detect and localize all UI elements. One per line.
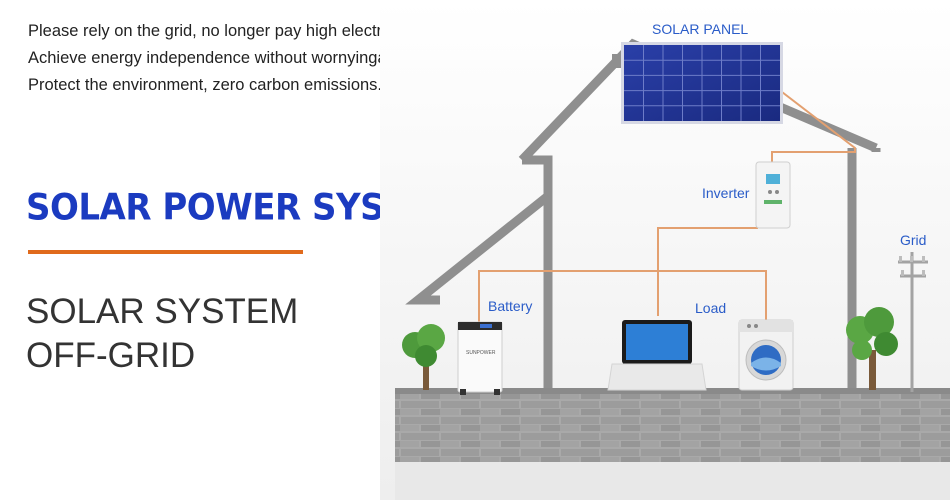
insulators — [899, 256, 925, 276]
ground-floor — [395, 462, 950, 500]
battery-label: Battery — [488, 298, 532, 314]
inverter-icon — [755, 161, 791, 229]
system-type-line: OFF-GRID — [26, 336, 196, 375]
load-label: Load — [695, 300, 726, 316]
grid-label: Grid — [900, 232, 926, 248]
title-underline — [28, 250, 303, 254]
ground-cap — [395, 388, 950, 394]
solar-panel-label: SOLAR PANEL — [652, 21, 748, 37]
tree-left-icon — [402, 324, 445, 390]
wiring — [478, 91, 856, 322]
intro-line: Protect the environment, zero carbon emi… — [28, 76, 383, 94]
solar-panel-icon — [621, 42, 783, 124]
foundation-wall — [395, 392, 950, 462]
inverter-label: Inverter — [702, 185, 750, 201]
battery-brand: SUNPOWER — [466, 350, 496, 356]
tree-right-icon — [846, 307, 898, 390]
system-type: SOLAR SYSTEM OFF-GRID — [26, 290, 298, 378]
battery-icon — [457, 321, 503, 395]
system-type-line: SOLAR SYSTEM — [26, 292, 299, 331]
washing-machine-icon — [738, 319, 794, 391]
laptop-icon — [607, 320, 707, 391]
solar-system-diagram: SOLAR PANEL Inverter SUNPOWER Battery Lo… — [380, 0, 950, 500]
intro-line: Please rely on the grid, no longer pay h… — [28, 22, 444, 40]
